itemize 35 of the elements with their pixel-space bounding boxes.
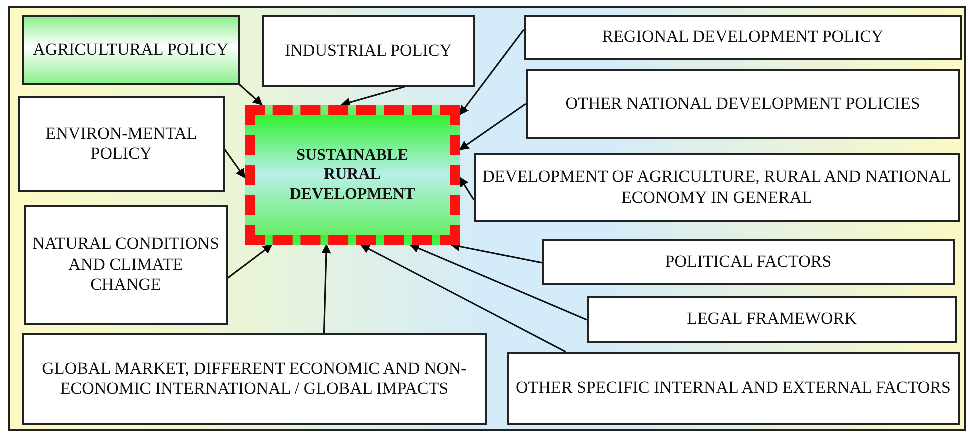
arrow bbox=[360, 244, 566, 353]
arrow bbox=[224, 149, 246, 179]
arrow bbox=[459, 177, 475, 200]
factor-box bbox=[507, 352, 960, 425]
factor-label: OTHER SPECIFIC INTERNAL AND EXTERNAL FACTORS bbox=[516, 378, 951, 399]
arrow bbox=[459, 103, 526, 150]
factor-label: LEGAL FRAMEWORK bbox=[687, 309, 857, 330]
factor-label: ENVIRON-MENTAL POLICY bbox=[44, 124, 198, 164]
factor-box bbox=[474, 153, 960, 222]
factor-label: OTHER NATIONAL DEVELOPMENT POLICIES bbox=[566, 94, 920, 114]
arrow bbox=[322, 244, 332, 334]
factor-label: POLITICAL FACTORS bbox=[665, 252, 832, 272]
factor-label: AGRICULTURAL POLICY bbox=[33, 40, 229, 60]
arrow bbox=[459, 29, 525, 116]
factor-box bbox=[262, 15, 475, 87]
factor-box bbox=[22, 333, 487, 425]
factor-box bbox=[542, 239, 955, 285]
arrow bbox=[410, 244, 588, 321]
arrow bbox=[239, 84, 263, 106]
arrow bbox=[450, 242, 542, 264]
factor-label: INDUSTRIAL POLICY bbox=[284, 40, 452, 62]
central-label: SUSTAINABLE RURAL DEVELOPMENT bbox=[288, 146, 416, 204]
factor-box bbox=[24, 205, 228, 325]
factor-label: NATURAL CONDITIONS AND CLIMATE CHANGE bbox=[32, 234, 220, 296]
factor-label: GLOBAL MARKET, DIFFERENT ECONOMIC AND NON-ECONOMIC INTERNATIONAL / GLOBAL IMPACTS bbox=[41, 358, 468, 400]
factor-box bbox=[22, 15, 240, 85]
arrow bbox=[340, 86, 405, 108]
factor-label: REGIONAL DEVELOPMENT POLICY bbox=[602, 27, 884, 48]
factor-box bbox=[18, 96, 225, 192]
factor-label: DEVELOPMENT OF AGRICULTURE, RURAL AND NATIONAL ECONOMY IN GENERAL bbox=[482, 167, 952, 208]
factor-box bbox=[524, 15, 962, 60]
central-box bbox=[245, 105, 460, 245]
factor-box bbox=[526, 69, 960, 139]
factor-box bbox=[587, 296, 957, 343]
arrow bbox=[228, 244, 273, 279]
